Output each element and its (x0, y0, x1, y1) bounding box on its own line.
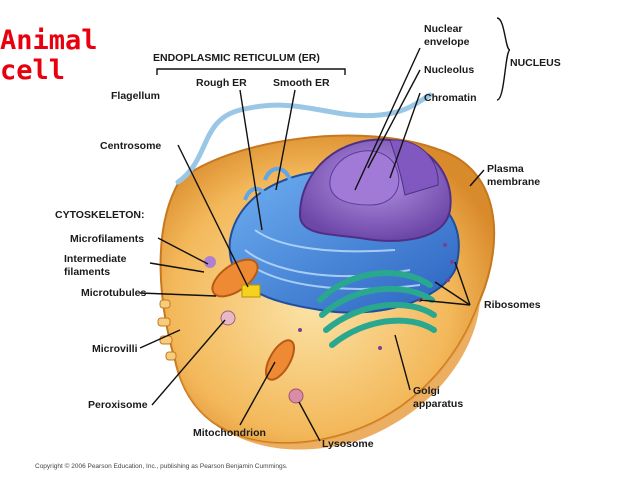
label-nucleolus: Nucleolus (424, 64, 475, 76)
label-intermediate-filaments: Intermediate filaments (64, 253, 127, 278)
label-nuclear-envelope: Nuclear envelope (424, 23, 470, 48)
label-microvilli: Microvilli (92, 343, 138, 355)
label-peroxisome: Peroxisome (88, 399, 148, 411)
label-chromatin: Chromatin (424, 92, 477, 104)
mitochondria (211, 258, 295, 381)
label-plasma-membrane: Plasma membrane (487, 163, 541, 188)
label-cytoskeleton: CYTOSKELETON: (55, 209, 145, 221)
label-microtubules: Microtubules (81, 287, 147, 299)
nucleolus (389, 139, 439, 196)
label-nucleus: NUCLEUS (510, 57, 561, 69)
page-title: Animal cell (0, 25, 98, 86)
label-ribosomes: Ribosomes (484, 299, 541, 311)
lysosome (288, 388, 304, 404)
copyright-credit: Copyright © 2006 Pearson Education, Inc.… (35, 463, 288, 470)
ribosomes (298, 243, 454, 350)
flagellum (175, 92, 433, 185)
label-er: ENDOPLASMIC RETICULUM (ER) (153, 52, 320, 64)
label-golgi-apparatus: Golgi apparatus (413, 385, 464, 410)
label-rough-er: Rough ER (196, 77, 247, 89)
label-centrosome: Centrosome (100, 140, 162, 152)
label-mitochondrion: Mitochondrion (193, 427, 266, 439)
label-microfilaments: Microfilaments (70, 233, 145, 245)
label-lysosome: Lysosome (322, 438, 374, 450)
label-flagellum: Flagellum (111, 90, 161, 102)
golgi-apparatus (317, 270, 437, 348)
label-smooth-er: Smooth ER (273, 77, 330, 89)
centrosome (241, 284, 261, 298)
